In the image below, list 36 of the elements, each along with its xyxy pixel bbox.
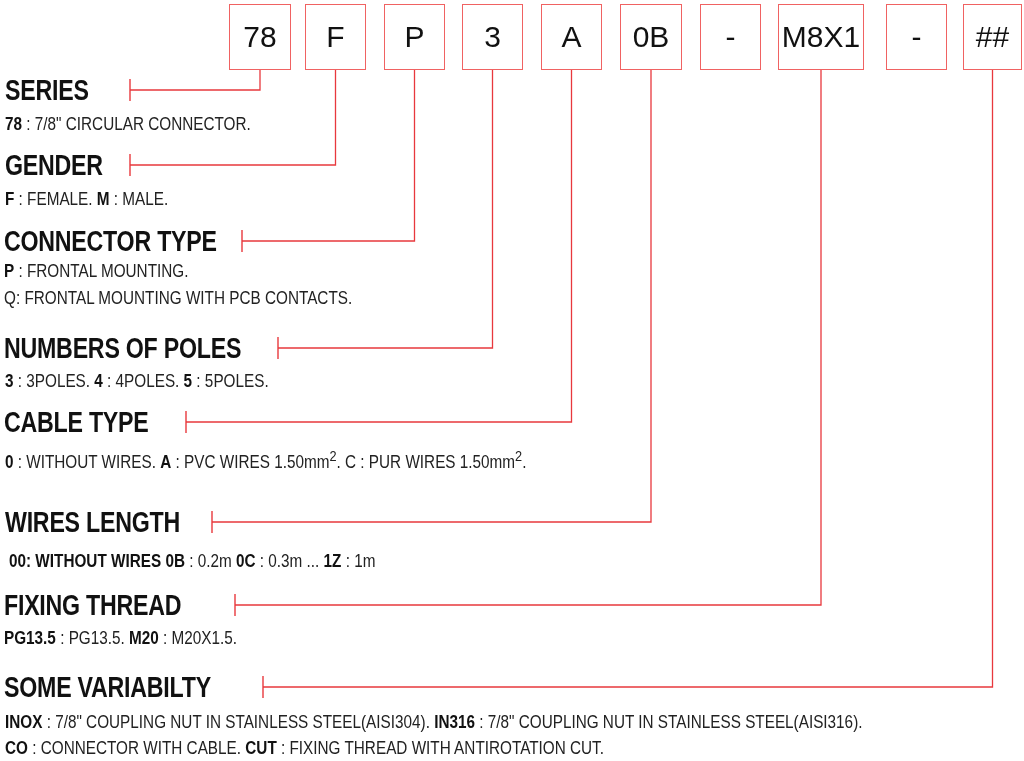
option-description: 78 : 7/8" CIRCULAR CONNECTOR. [5,114,251,134]
section-heading: CONNECTOR TYPE [4,226,217,256]
code-box: ## [963,4,1022,70]
section-heading: GENDER [5,150,103,180]
leader-line [234,69,822,617]
option-description: F : FEMALE. M : MALE. [5,189,169,209]
leader-line [129,69,261,102]
section-heading: SOME VARIABILTY [4,672,211,702]
code-box: 0B [620,4,682,70]
section-heading: WIRES LENGTH [5,507,180,537]
option-description: Q: FRONTAL MOUNTING WITH PCB CONTACTS. [4,288,353,308]
section-heading: SERIES [5,75,89,105]
option-description: CO : CONNECTOR WITH CABLE. CUT : FIXING THREAD WITH ANTIROTATION CUT. [5,738,604,758]
section-heading: FIXING THREAD [4,590,182,620]
code-box: F [305,4,366,70]
code-box: - [886,4,947,70]
code-box: P [384,4,445,70]
option-description: INOX : 7/8" COUPLING NUT IN STAINLESS STEEL(AISI304). IN316 : 7/8" COUPLING NUT IN STAINLESS STEEL(AISI316). [5,712,863,732]
code-box: M8X1 [778,4,864,70]
option-description: PG13.5 : PG13.5. M20 : M20X1.5. [4,628,238,648]
code-box: 3 [462,4,523,70]
option-description: 0 : WITHOUT WIRES. A : PVC WIRES 1.50mm$^{2}$. C : PUR WIRES 1.50mm$^{2}$. [5,446,527,472]
code-box: A [541,4,602,70]
leader-line [262,69,994,699]
option-description: 3 : 3POLES. 4 : 4POLES. 5 : 5POLES. [5,371,269,391]
leader-line [277,69,494,360]
code-box: - [700,4,761,70]
leader-line [129,69,337,177]
section-heading: CABLE TYPE [4,407,149,437]
leader-line [185,69,573,434]
code-box: 78 [229,4,291,70]
leader-line [211,69,652,534]
section-heading: NUMBERS OF POLES [4,333,242,363]
option-description: P : FRONTAL MOUNTING. [4,261,189,281]
option-description: 00: WITHOUT WIRES 0B : 0.2m 0C : 0.3m ... 1Z : 1m [9,551,376,571]
leader-line [241,69,416,253]
